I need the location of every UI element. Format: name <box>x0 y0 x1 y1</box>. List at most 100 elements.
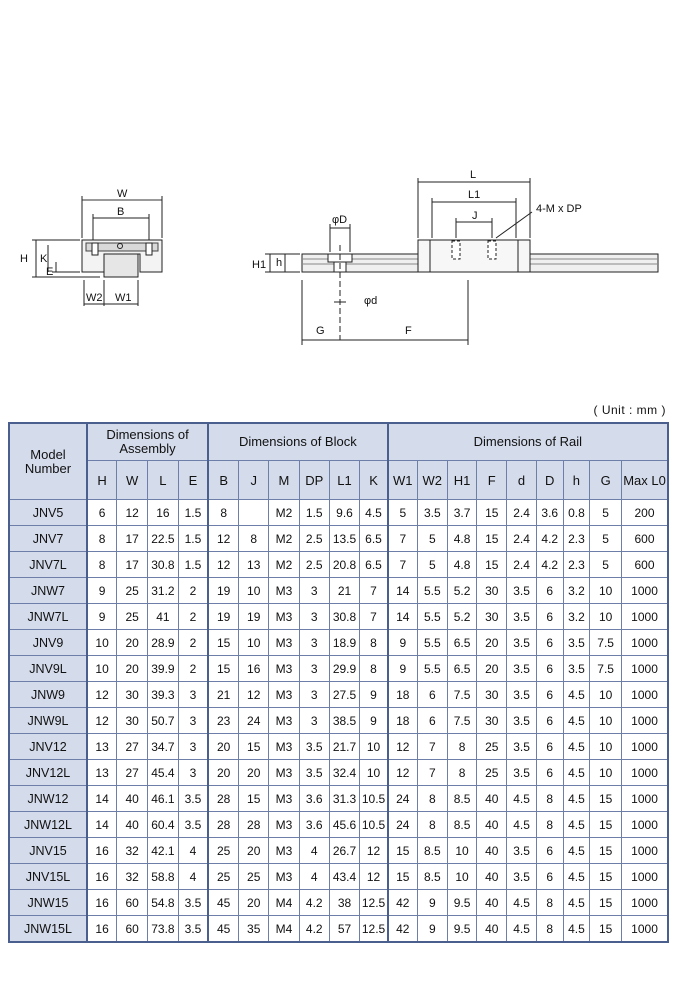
value-cell: M3 <box>268 733 300 760</box>
value-cell: 13 <box>238 551 270 578</box>
value-cell: 6.5 <box>446 629 478 656</box>
value-cell: 14 <box>85 785 118 812</box>
value-cell: 1.5 <box>177 551 209 578</box>
value-cell: 19 <box>207 577 240 604</box>
value-cell: 45 <box>207 915 240 943</box>
value-cell: 20 <box>116 655 149 682</box>
value-cell: M3 <box>268 837 300 864</box>
value-cell: 16 <box>147 499 179 526</box>
value-cell: 3.5 <box>506 603 537 630</box>
value-cell: 8 <box>446 733 478 760</box>
value-cell: 3.5 <box>506 655 537 682</box>
value-cell: 200 <box>621 499 669 526</box>
value-cell: 3.6 <box>535 499 564 526</box>
value-cell: 4.5 <box>506 811 537 838</box>
value-cell: 10 <box>589 681 623 708</box>
value-cell: 57 <box>328 915 361 943</box>
value-cell: 43.4 <box>328 863 361 890</box>
value-cell: 21.7 <box>328 733 361 760</box>
value-cell: 45.6 <box>328 811 361 838</box>
label-E: E <box>46 266 53 278</box>
value-cell: 6 <box>535 629 564 656</box>
value-cell: 5.5 <box>416 629 448 656</box>
value-cell: 1000 <box>621 811 669 838</box>
value-cell: 2.5 <box>298 551 330 578</box>
value-cell: 3.6 <box>298 811 330 838</box>
value-cell: 3.5 <box>506 707 537 734</box>
value-cell: M3 <box>268 863 300 890</box>
value-cell: M4 <box>268 889 300 916</box>
value-cell: 3.5 <box>298 733 330 760</box>
value-cell: 30 <box>476 707 508 734</box>
value-cell: 3 <box>177 681 209 708</box>
label-W: W <box>117 188 128 200</box>
label-h: h <box>276 257 282 269</box>
value-cell: 20 <box>116 629 149 656</box>
model-cell: JNW15 <box>8 889 88 916</box>
value-cell: 5 <box>416 525 448 552</box>
value-cell: 7 <box>359 577 389 604</box>
value-cell: 4.5 <box>562 889 591 916</box>
value-cell: 7.5 <box>589 655 623 682</box>
technical-drawings: W B H K E W2 W1 <box>0 0 692 400</box>
value-cell: M2 <box>268 499 300 526</box>
value-cell: 42.1 <box>147 837 179 864</box>
value-cell: 50.7 <box>147 707 179 734</box>
value-cell: 4.5 <box>562 759 591 786</box>
value-cell: 8 <box>416 811 448 838</box>
value-cell: 30 <box>116 707 149 734</box>
value-cell: 18.9 <box>328 629 361 656</box>
value-cell: 12 <box>386 733 418 760</box>
value-cell: 12 <box>207 525 240 552</box>
value-cell: 15 <box>386 837 418 864</box>
label-G: G <box>316 325 325 337</box>
value-cell: 8 <box>535 889 564 916</box>
spec-table: Model Number Dimensions of Assembly Dime… <box>8 422 669 943</box>
value-cell: 6 <box>535 707 564 734</box>
value-cell: 4.5 <box>562 785 591 812</box>
value-cell: 21 <box>207 681 240 708</box>
value-cell: 3.5 <box>562 629 591 656</box>
value-cell: 45.4 <box>147 759 179 786</box>
value-cell: 16 <box>85 837 118 864</box>
value-cell: M2 <box>268 551 300 578</box>
value-cell: 12 <box>85 707 118 734</box>
value-cell: M3 <box>268 629 300 656</box>
value-cell: 4 <box>298 837 330 864</box>
value-cell: 3.7 <box>446 499 478 526</box>
label-J: J <box>472 210 478 222</box>
value-cell: 3.5 <box>506 681 537 708</box>
value-cell: 39.3 <box>147 681 179 708</box>
value-cell: 5.5 <box>416 655 448 682</box>
value-cell <box>238 499 270 526</box>
value-cell: 24 <box>386 785 418 812</box>
value-cell: 3.2 <box>562 603 591 630</box>
value-cell: 8 <box>85 551 118 578</box>
label-K: K <box>40 253 48 265</box>
value-cell: 8.5 <box>416 837 448 864</box>
value-cell: 2.4 <box>506 499 537 526</box>
value-cell: 10 <box>85 655 118 682</box>
value-cell: 1000 <box>621 837 669 864</box>
value-cell: 9 <box>386 629 418 656</box>
value-cell: 6.5 <box>446 655 478 682</box>
value-cell: 23 <box>207 707 240 734</box>
value-cell: 9 <box>85 603 118 630</box>
value-cell: 16 <box>85 915 118 943</box>
label-W1: W1 <box>115 292 132 304</box>
value-cell: 30.8 <box>328 603 361 630</box>
value-cell: 8 <box>207 499 240 526</box>
value-cell: 6 <box>416 681 448 708</box>
value-cell: 10 <box>359 759 389 786</box>
value-cell: 4.5 <box>562 837 591 864</box>
value-cell: 1000 <box>621 629 669 656</box>
value-cell: 6 <box>535 577 564 604</box>
value-cell: 42 <box>386 889 418 916</box>
